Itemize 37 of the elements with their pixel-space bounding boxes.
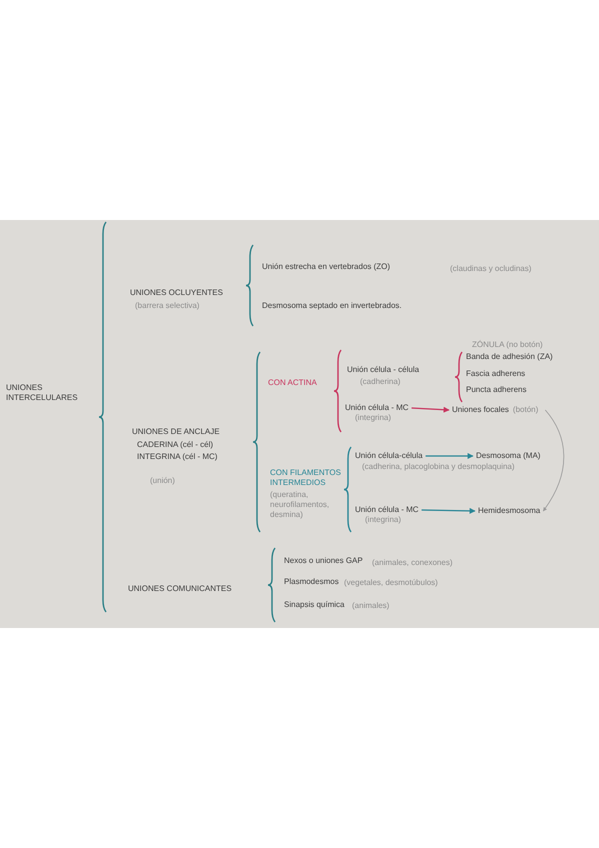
note-text: ZÓNULA (no botón): [472, 340, 543, 350]
concept-text: Desmosoma septado en invertebrados.: [262, 301, 402, 311]
arrow: [422, 508, 476, 514]
note-text: (cadherina): [360, 377, 400, 387]
arrow: [426, 453, 474, 459]
arrow: [412, 406, 450, 413]
concept-text: Banda de adhesión (ZA): [466, 352, 553, 362]
concept-text: Hemidesmosoma: [478, 506, 540, 516]
concept-text: UNIONES OCLUYENTES: [130, 288, 223, 298]
note-text: (cadherina, placoglobina y desmoplaquina): [362, 462, 515, 472]
note-text: (claudinas y ocludinas): [450, 264, 532, 274]
concept-text: Sinapsis química: [284, 600, 344, 610]
concept-text: Unión célula - célula: [347, 365, 420, 375]
concept-text: Puncta adherens: [466, 385, 526, 395]
concept-text: Fascia adherens: [466, 369, 526, 379]
note-text: (vegetales, desmotúbulos): [344, 578, 438, 588]
note-text: (barrera selectiva): [135, 301, 200, 311]
concept-text: Unión célula - MC (integrina): [355, 505, 419, 525]
note-text: (animales): [352, 601, 390, 611]
concept-text: CADERINA (cél - cél): [137, 440, 214, 450]
note-text: (queratina, neurofilamentos, desmina): [270, 490, 330, 520]
concept-text: UNIONES DE ANCLAJE: [132, 427, 220, 437]
arrow: [542, 410, 564, 512]
concept-text: Unión célula-célula: [355, 451, 423, 461]
note-text: (unión): [150, 476, 175, 486]
concept-text: UNIONES INTERCELULARES: [6, 383, 76, 403]
concept-text: Nexos o uniones GAP: [284, 556, 363, 566]
concept-text: Uniones focales (botón): [452, 405, 542, 415]
concept-text: INTEGRINA (cél - MC): [137, 452, 218, 462]
concept-text: Unión célula - MC (integrina): [345, 403, 409, 423]
concept-text: Unión estrecha en vertebrados (ZO): [262, 262, 390, 272]
concept-text: Plasmodesmos: [284, 577, 339, 587]
note-text: (animales, conexones): [372, 558, 452, 568]
concept-text: UNIONES COMUNICANTES: [128, 584, 232, 594]
concept-text: Desmosoma (MA): [476, 451, 540, 461]
concept-text: CON ACTINA: [268, 378, 317, 388]
concept-text: CON FILAMENTOS INTERMEDIOS: [270, 468, 342, 488]
